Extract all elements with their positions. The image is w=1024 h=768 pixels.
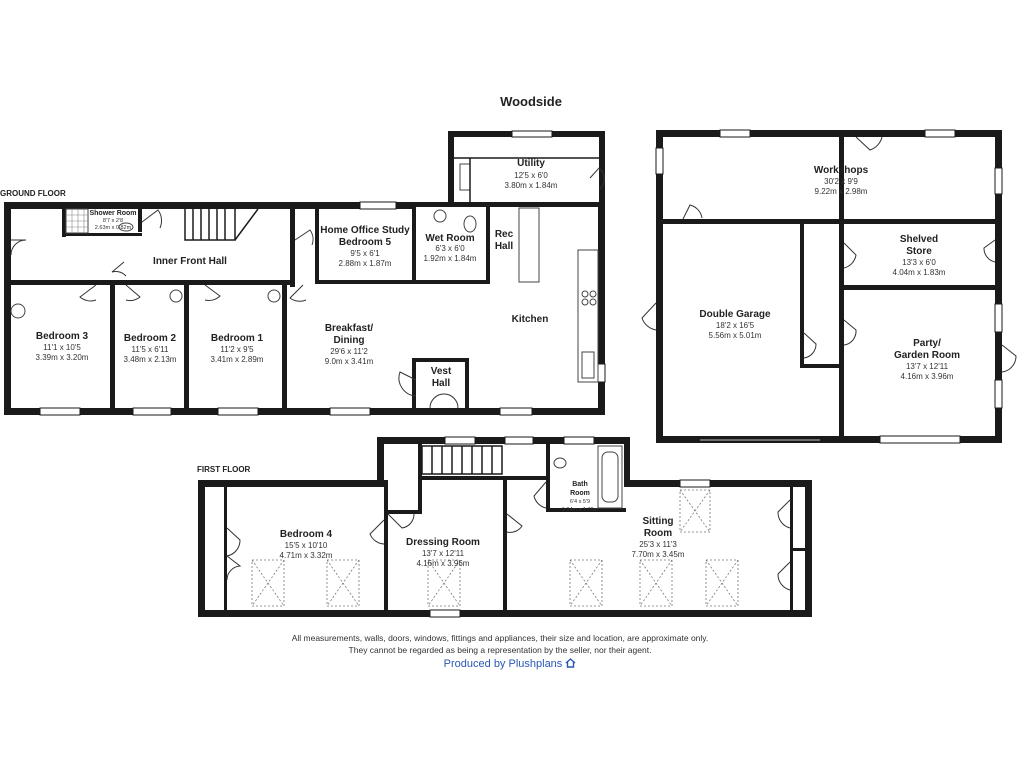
brand-label: Produced by Plushplans — [443, 658, 563, 670]
svg-text:Sitting: Sitting — [642, 516, 673, 527]
svg-text:Bedroom 5: Bedroom 5 — [339, 237, 392, 248]
svg-text:2.63m x 0.82m: 2.63m x 0.82m — [95, 225, 132, 231]
svg-text:Double Garage: Double Garage — [699, 309, 771, 320]
svg-text:Bedroom 2: Bedroom 2 — [124, 333, 177, 344]
room-party-garden-room: Party/ Garden Room 13'7 x 12'11 4.16m x … — [894, 338, 960, 381]
svg-text:30'2 x 9'9: 30'2 x 9'9 — [824, 177, 858, 186]
svg-text:13'7 x 12'11: 13'7 x 12'11 — [906, 362, 949, 371]
svg-text:6'3 x 6'0: 6'3 x 6'0 — [435, 244, 465, 253]
first-floor-label: FIRST FLOOR — [197, 465, 251, 474]
svg-text:4.16m x 3.96m: 4.16m x 3.96m — [901, 372, 954, 381]
svg-text:Dressing Room: Dressing Room — [406, 537, 480, 548]
svg-text:9'5 x 6'1: 9'5 x 6'1 — [350, 249, 380, 258]
room-kitchen: Kitchen — [512, 314, 549, 325]
svg-text:Store: Store — [906, 246, 932, 257]
svg-text:3.39m x 3.20m: 3.39m x 3.20m — [36, 353, 89, 362]
svg-text:Hall: Hall — [495, 241, 514, 252]
svg-text:4.04m x 1.83m: 4.04m x 1.83m — [893, 268, 946, 277]
room-utility: Utility 12'5 x 6'0 3.80m x 1.84m — [505, 158, 558, 190]
svg-text:Bath: Bath — [572, 481, 588, 488]
ground-floor-label: GROUND FLOOR — [0, 189, 66, 198]
svg-text:Room: Room — [644, 528, 672, 539]
room-vest-hall: Vest Hall — [431, 366, 452, 389]
room-inner-front-hall: Inner Front Hall — [153, 256, 227, 267]
room-breakfast-dining: Breakfast/ Dining 29'6 x 11'2 9.0m x 3.4… — [325, 323, 374, 366]
svg-text:4.71m x 3.32m: 4.71m x 3.32m — [280, 551, 333, 560]
room-bedroom-1: Bedroom 1 11'2 x 9'5 3.41m x 2.89m — [211, 333, 264, 364]
svg-text:1.92m x 1.84m: 1.92m x 1.84m — [424, 254, 477, 263]
svg-text:Wet Room: Wet Room — [425, 233, 474, 244]
svg-text:Garden Room: Garden Room — [894, 350, 960, 361]
svg-text:11'2 x 9'5: 11'2 x 9'5 — [220, 345, 254, 354]
house-icon — [565, 658, 576, 671]
svg-text:Breakfast/: Breakfast/ — [325, 323, 374, 334]
ground-floor — [4, 130, 606, 416]
room-bedroom-4: Bedroom 4 15'5 x 10'10 4.71m x 3.32m — [280, 529, 333, 560]
svg-text:Home Office Study: Home Office Study — [320, 225, 410, 236]
svg-text:Shelved: Shelved — [900, 234, 938, 245]
svg-text:13'7 x 12'11: 13'7 x 12'11 — [422, 549, 465, 558]
svg-text:Dining: Dining — [333, 335, 364, 346]
svg-text:11'5 x 6'11: 11'5 x 6'11 — [131, 345, 169, 354]
svg-text:11'1 x 10'5: 11'1 x 10'5 — [43, 343, 81, 352]
floor-plan: Woodside GROUND FLOOR FIRST FLOOR — [0, 94, 1017, 618]
room-wet-room: Wet Room 6'3 x 6'0 1.92m x 1.84m — [424, 233, 477, 263]
svg-text:Bedroom 3: Bedroom 3 — [36, 331, 89, 342]
room-double-garage: Double Garage 18'2 x 16'5 5.56m x 5.01m — [699, 309, 771, 340]
room-rec-hall: Rec Hall — [495, 229, 514, 252]
svg-text:8'7 x 2'8: 8'7 x 2'8 — [103, 218, 123, 224]
svg-text:18'2 x 16'5: 18'2 x 16'5 — [716, 321, 755, 330]
room-workshops: Workshops 30'2 x 9'9 9.22m x 2.98m — [814, 165, 869, 196]
svg-text:Bedroom 4: Bedroom 4 — [280, 529, 333, 540]
svg-text:6'4 x 5'9: 6'4 x 5'9 — [570, 499, 590, 505]
room-shelved-store: Shelved Store 13'3 x 6'0 4.04m x 1.83m — [893, 234, 946, 277]
disclaimer-line-2: They cannot be regarded as being a repre… — [348, 645, 652, 655]
svg-text:2.88m x 1.87m: 2.88m x 1.87m — [339, 259, 392, 268]
room-bedroom-2: Bedroom 2 11'5 x 6'11 3.48m x 2.13m — [124, 333, 177, 364]
svg-text:4.16m x 3.96m: 4.16m x 3.96m — [417, 559, 470, 568]
svg-text:Shower Room: Shower Room — [89, 210, 136, 217]
svg-text:5.56m x 5.01m: 5.56m x 5.01m — [709, 331, 762, 340]
disclaimer-line-1: All measurements, walls, doors, windows,… — [291, 633, 709, 643]
svg-text:Rec: Rec — [495, 229, 514, 240]
svg-text:3.80m x 1.84m: 3.80m x 1.84m — [505, 181, 558, 190]
svg-text:Room: Room — [570, 490, 590, 497]
brand-credit: Produced by Plushplans — [400, 658, 620, 671]
room-sitting-room: Sitting Room 25'3 x 11'3 7.70m x 3.45m — [632, 516, 685, 559]
svg-text:15'5 x 10'10: 15'5 x 10'10 — [285, 541, 328, 550]
svg-text:9.22m x 2.98m: 9.22m x 2.98m — [815, 187, 868, 196]
svg-text:25'3 x 11'3: 25'3 x 11'3 — [639, 540, 677, 549]
svg-text:12'5 x 6'0: 12'5 x 6'0 — [514, 171, 548, 180]
svg-text:1.94m x 1.76m: 1.94m x 1.76m — [562, 507, 599, 513]
room-bath-room: Bath Room 6'4 x 5'9 1.94m x 1.76m — [562, 481, 599, 513]
svg-text:Inner Front Hall: Inner Front Hall — [153, 256, 227, 267]
svg-text:Workshops: Workshops — [814, 165, 869, 176]
plan-title: Woodside — [500, 94, 562, 109]
svg-text:Utility: Utility — [517, 158, 545, 169]
svg-text:Kitchen: Kitchen — [512, 314, 549, 325]
svg-text:Party/: Party/ — [913, 338, 941, 349]
room-bedroom-3: Bedroom 3 11'1 x 10'5 3.39m x 3.20m — [36, 331, 89, 362]
svg-text:3.41m x 2.89m: 3.41m x 2.89m — [211, 355, 264, 364]
svg-text:13'3 x 6'0: 13'3 x 6'0 — [902, 258, 936, 267]
svg-text:Bedroom 1: Bedroom 1 — [211, 333, 264, 344]
first-floor — [198, 436, 812, 618]
room-shower-room: Shower Room 8'7 x 2'8 2.63m x 0.82m — [89, 210, 136, 231]
svg-text:7.70m x 3.45m: 7.70m x 3.45m — [632, 550, 685, 559]
svg-text:9.0m x 3.41m: 9.0m x 3.41m — [325, 357, 374, 366]
room-home-office: Home Office Study Bedroom 5 9'5 x 6'1 2.… — [320, 225, 410, 268]
outbuilding — [641, 129, 1017, 444]
svg-text:Vest: Vest — [431, 366, 452, 377]
svg-text:29'6 x 11'2: 29'6 x 11'2 — [330, 347, 368, 356]
room-dressing-room: Dressing Room 13'7 x 12'11 4.16m x 3.96m — [406, 537, 480, 568]
svg-text:Hall: Hall — [432, 378, 451, 389]
svg-text:3.48m x 2.13m: 3.48m x 2.13m — [124, 355, 177, 364]
